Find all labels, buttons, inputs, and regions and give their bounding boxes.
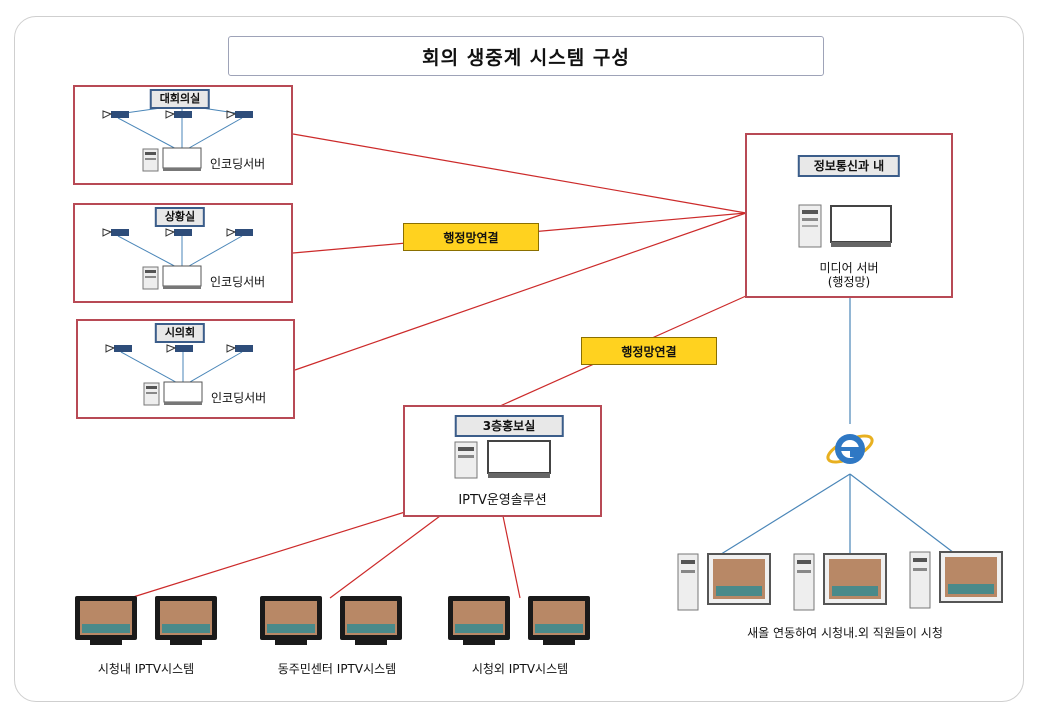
link-ie-pc1 <box>717 473 851 557</box>
network-tag-2: 행정망연결 <box>581 337 717 365</box>
media-server-graphic <box>798 204 892 248</box>
server-icon <box>143 382 160 406</box>
it-center-label: 정보통신과 내 <box>797 155 901 177</box>
camera-icon <box>165 228 192 237</box>
camera-icon <box>105 344 132 353</box>
camera-icon <box>102 228 129 237</box>
iptv-solution-label: IPTV운영솔루션 <box>458 493 547 508</box>
link-room1-it <box>292 133 747 214</box>
tv-icon <box>260 596 322 645</box>
iptv-group-inside: 시청내 IPTV시스템 <box>97 662 195 676</box>
iptv-tv-sets <box>75 596 590 645</box>
viewer-pc-2 <box>793 553 887 611</box>
network-tag-1: 행정망연결 <box>403 223 539 251</box>
tv-icon <box>340 596 402 645</box>
page-title: 회의 생중계 시스템 구성 <box>228 36 824 76</box>
link-room3-it <box>294 212 747 371</box>
camera-icon <box>226 228 253 237</box>
media-server-network: (행정망) <box>827 275 871 289</box>
viewers-caption: 새올 연동하여 시청내.외 직원들이 시청 <box>747 626 943 640</box>
iptv-group-outside: 시청외 IPTV시스템 <box>471 662 569 676</box>
monitor-icon <box>830 205 892 247</box>
monitor-icon <box>162 147 202 171</box>
link-promo-iptv1 <box>129 511 406 599</box>
viewer-pcs <box>677 551 1003 611</box>
camera-icon <box>102 110 129 119</box>
iptv-solution-graphic <box>454 440 551 479</box>
encoding-server-label: 인코딩서버 <box>210 157 266 171</box>
server-icon <box>142 266 159 290</box>
monitor-icon <box>487 440 551 478</box>
encoding-server-label: 인코딩서버 <box>210 275 266 289</box>
encoding-server-label: 인코딩서버 <box>211 391 267 405</box>
tv-icon <box>528 596 590 645</box>
camera-icon <box>165 110 192 119</box>
tv-icon <box>75 596 137 645</box>
server-icon <box>454 441 478 479</box>
camera-icon <box>226 344 253 353</box>
link-ie-pc3 <box>849 473 959 557</box>
internet-explorer-icon <box>826 434 874 464</box>
server-icon <box>142 148 159 172</box>
monitor-icon <box>162 265 202 289</box>
room-label-1: 대회의실 <box>149 89 211 109</box>
camera-icon <box>166 344 193 353</box>
camera-icon <box>226 110 253 119</box>
viewer-pc-1 <box>677 553 771 611</box>
monitor-icon <box>163 381 203 405</box>
link-promo-iptv2 <box>329 515 441 599</box>
promo-room-label: 3층홍보실 <box>454 415 564 437</box>
camera-array <box>102 228 253 290</box>
room-label-2: 상황실 <box>154 207 206 227</box>
viewer-pc-3 <box>909 551 1003 609</box>
media-server-label: 미디어 서버 <box>819 261 879 275</box>
tv-icon <box>155 596 217 645</box>
room-label-3: 시의회 <box>154 323 206 343</box>
link-promo-iptv3 <box>502 515 521 599</box>
camera-array <box>105 344 253 406</box>
iptv-group-community: 동주민센터 IPTV시스템 <box>277 662 397 676</box>
tv-icon <box>448 596 510 645</box>
server-icon <box>798 204 822 248</box>
